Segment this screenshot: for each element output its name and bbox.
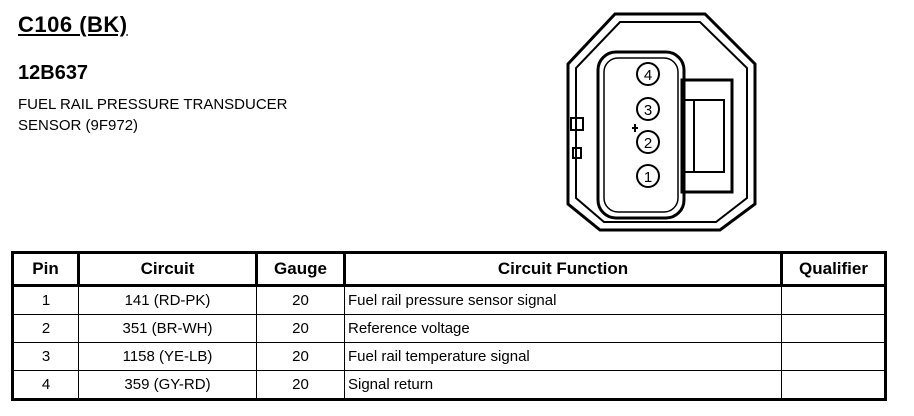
cell-pin: 4: [12, 370, 79, 400]
table-row: 3 1158 (YE-LB) 20 Fuel rail temperature …: [12, 342, 886, 371]
cell-circuit: 359 (GY-RD): [78, 370, 257, 400]
pin-2: 2: [636, 130, 660, 154]
cell-gauge: 20: [256, 370, 345, 400]
header-gauge: Gauge: [255, 251, 346, 287]
cell-pin: 3: [12, 342, 79, 371]
cell-gauge: 20: [256, 285, 345, 315]
cell-pin: 1: [12, 285, 79, 315]
cell-function: Reference voltage: [344, 314, 782, 343]
pin-housing: [596, 50, 686, 220]
pin-4-label: 4: [644, 67, 652, 84]
pin-table: Pin Circuit Gauge Circuit Function Quali…: [11, 251, 887, 401]
key-square-lower: [572, 147, 582, 159]
connector-latch: [680, 78, 734, 194]
cell-gauge: 20: [256, 314, 345, 343]
cell-function: Signal return: [344, 370, 782, 400]
pin-3: 3: [636, 97, 660, 121]
pin-2-label: 2: [644, 135, 652, 152]
cell-circuit: 1158 (YE-LB): [78, 342, 257, 371]
header-circuit-function: Circuit Function: [343, 251, 783, 287]
header-pin: Pin: [11, 251, 80, 287]
connector-title: C106 (BK): [18, 12, 128, 37]
cell-qualifier: [781, 342, 886, 371]
connector-face-diagram: 4 3 2 1: [566, 12, 757, 232]
header-qualifier: Qualifier: [780, 251, 887, 287]
cell-qualifier: [781, 314, 886, 343]
cell-circuit: 351 (BR-WH): [78, 314, 257, 343]
latch-inner: [693, 99, 725, 173]
table-header-row: Pin Circuit Gauge Circuit Function Quali…: [11, 251, 887, 287]
header-circuit: Circuit: [77, 251, 258, 287]
pin-1: 1: [636, 164, 660, 188]
part-number: 12B637: [18, 62, 89, 84]
component-description: FUEL RAIL PRESSURE TRANSDUCER SENSOR (9F…: [18, 94, 398, 136]
cell-function: Fuel rail temperature signal: [344, 342, 782, 371]
cell-qualifier: [781, 370, 886, 400]
connector-outer-shell: [566, 12, 757, 232]
pin-housing-inner: [603, 57, 679, 213]
cell-qualifier: [781, 285, 886, 315]
table-row: 2 351 (BR-WH) 20 Reference voltage: [12, 314, 886, 343]
pin-3-label: 3: [644, 102, 652, 119]
pin-4: 4: [636, 62, 660, 86]
connector-inner-shell: [575, 21, 748, 223]
table-row: 1 141 (RD-PK) 20 Fuel rail pressure sens…: [12, 285, 886, 315]
description-line-2: SENSOR (9F972): [18, 117, 139, 134]
cell-function: Fuel rail pressure sensor signal: [344, 285, 782, 315]
pin-1-label: 1: [644, 169, 652, 186]
description-line-1: FUEL RAIL PRESSURE TRANSDUCER: [18, 96, 288, 113]
table-row: 4 359 (GY-RD) 20 Signal return: [12, 370, 886, 400]
cell-circuit: 141 (RD-PK): [78, 285, 257, 315]
cell-gauge: 20: [256, 342, 345, 371]
key-square-upper: [570, 117, 584, 131]
cell-pin: 2: [12, 314, 79, 343]
